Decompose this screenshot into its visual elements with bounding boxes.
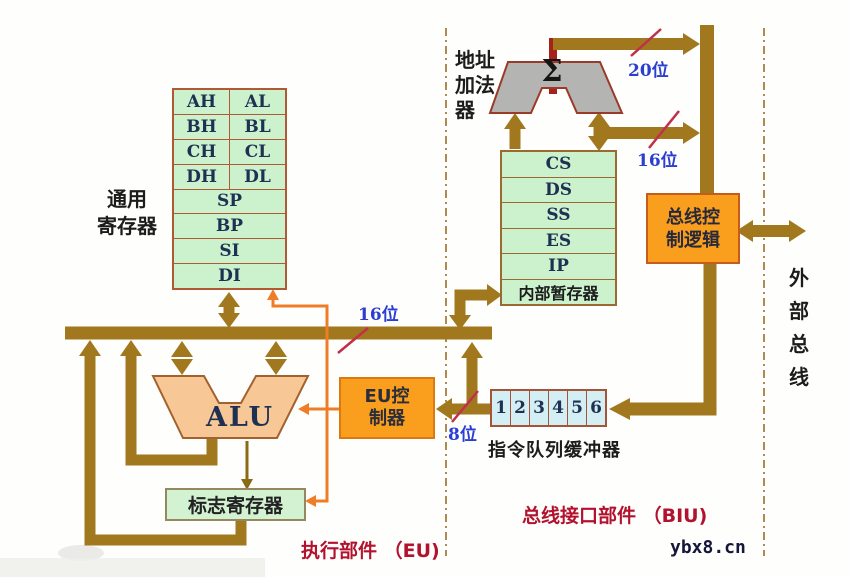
register-bp: BP [215, 216, 244, 237]
bus-16bit-arrowhead [683, 122, 700, 144]
bus-20bit-arrowhead [683, 33, 700, 55]
bus-tempreg-elbow [454, 289, 488, 316]
queue-cell-5: 5 [567, 391, 586, 425]
alu-right-up-arrowhead [265, 341, 287, 357]
euctrl-to-regfile-wire [271, 298, 329, 409]
eu-section-label: 执行部件 （EU) [301, 540, 440, 562]
queue-cell-1: 1 [495, 398, 507, 418]
euctrl-to-flag-wire [314, 409, 329, 503]
euctrl-to-regfile-arrowhead [267, 289, 279, 300]
register-row-d: DH DL [174, 163, 285, 189]
bus-8bit-arrowhead [436, 398, 452, 420]
alu-shape [151, 375, 310, 439]
flag-register-box: 标志寄存器 [165, 488, 306, 521]
euctrl-to-flag-arrowhead [305, 495, 316, 507]
adder-segment-down-arrowhead [588, 136, 610, 151]
alu-label: ALU [205, 402, 274, 433]
alu-left-up-arrowhead [171, 341, 193, 357]
alu-loopback-arrowhead [120, 340, 142, 356]
general-register-file: AH AL BH BL CH CL DH DL SP BP SI DI [172, 88, 287, 290]
address-adder-label: 地址 加法 器 [455, 48, 495, 122]
segment-register-stack: CS DS SS ES IP 内部暂存器 [500, 150, 617, 306]
register-ds: DS [502, 176, 615, 203]
regfile-up-arrowhead [218, 292, 240, 307]
alu-loopback-bus [125, 354, 218, 466]
scan-artifact [58, 545, 104, 561]
regfile-down-arrowhead [218, 313, 240, 328]
register-bl: BL [229, 114, 285, 139]
eu-controller-box: EU控 制器 [339, 377, 435, 439]
slash-16bit-main [337, 327, 369, 354]
queue-cell-2: 2 [510, 391, 529, 425]
register-ch: CH [186, 141, 217, 162]
slash-8bit [451, 390, 479, 423]
bus-width-8bit-label: 8位 [448, 425, 477, 445]
instruction-queue-buffer: 1 2 3 4 5 6 [490, 389, 607, 427]
external-bus-right-arrowhead [789, 220, 806, 242]
instruction-queue-label: 指令队列缓冲器 [488, 440, 621, 461]
sigma-symbol: Σ [541, 54, 563, 89]
register-row-sp: SP [174, 188, 285, 214]
register-row-di: DI [174, 263, 285, 288]
queue-cell-4: 4 [548, 391, 567, 425]
external-bus-left-arrowhead [736, 220, 753, 242]
queue-to-bus-arrowhead [461, 342, 483, 358]
register-es: ES [502, 227, 615, 254]
alu-to-flag-arrowhead [241, 479, 253, 490]
adder-segment-up-arrowhead [588, 112, 610, 127]
register-cl: CL [229, 139, 285, 164]
external-bus-label: 外 部 总 线 [789, 266, 809, 389]
bus-width-16bit-main-label: 16位 [358, 305, 399, 325]
bus-width-16bit-right-label: 16位 [637, 151, 678, 171]
bus-tempreg-down-arrowhead [449, 315, 471, 330]
bus-control-logic-box: 总线控 制逻辑 [646, 193, 740, 264]
flag-loopback-bus [84, 354, 247, 546]
general-registers-label: 通用 寄存器 [97, 187, 157, 238]
flag-loopback-arrowhead [79, 340, 101, 356]
register-row-b: BH BL [174, 113, 285, 139]
bus-width-20bit-label: 20位 [628, 61, 669, 81]
segment-to-adder-arrowhead [504, 113, 526, 129]
register-si: SI [219, 241, 240, 262]
register-sp: SP [216, 191, 243, 212]
register-ss: SS [502, 202, 615, 228]
address-adder-shape [488, 61, 624, 114]
slash-16bit-right [648, 110, 680, 149]
register-di: DI [218, 266, 241, 287]
register-cs: CS [545, 154, 572, 175]
queue-feed-arrowhead [609, 398, 630, 420]
register-ah: AH [186, 91, 217, 112]
register-bh: BH [186, 116, 217, 137]
register-row-a: AH AL [174, 90, 285, 114]
biu-section-label: 总线接口部件 （BIU) [522, 505, 708, 527]
queue-feed-bus [628, 263, 717, 416]
alu-right-down-arrowhead [265, 359, 287, 375]
internal-temp-register: 内部暂存器 [502, 278, 615, 305]
scan-artifact-strip [0, 558, 265, 577]
register-dl: DL [229, 164, 285, 189]
register-row-si: SI [174, 238, 285, 263]
queue-cell-6: 6 [586, 391, 605, 425]
queue-cell-3: 3 [529, 391, 548, 425]
register-row-c: CH CL [174, 138, 285, 164]
watermark-text: ybx8.cn [670, 537, 746, 558]
register-ip: IP [502, 253, 615, 279]
register-al: AL [229, 90, 285, 114]
euctrl-to-alu-arrowhead [298, 403, 309, 415]
alu-left-down-arrowhead [171, 359, 193, 375]
slash-20bit [630, 28, 662, 57]
bus-tempreg-right-arrowhead [487, 284, 502, 306]
register-dh: DH [186, 166, 217, 187]
register-row-bp: BP [174, 213, 285, 238]
